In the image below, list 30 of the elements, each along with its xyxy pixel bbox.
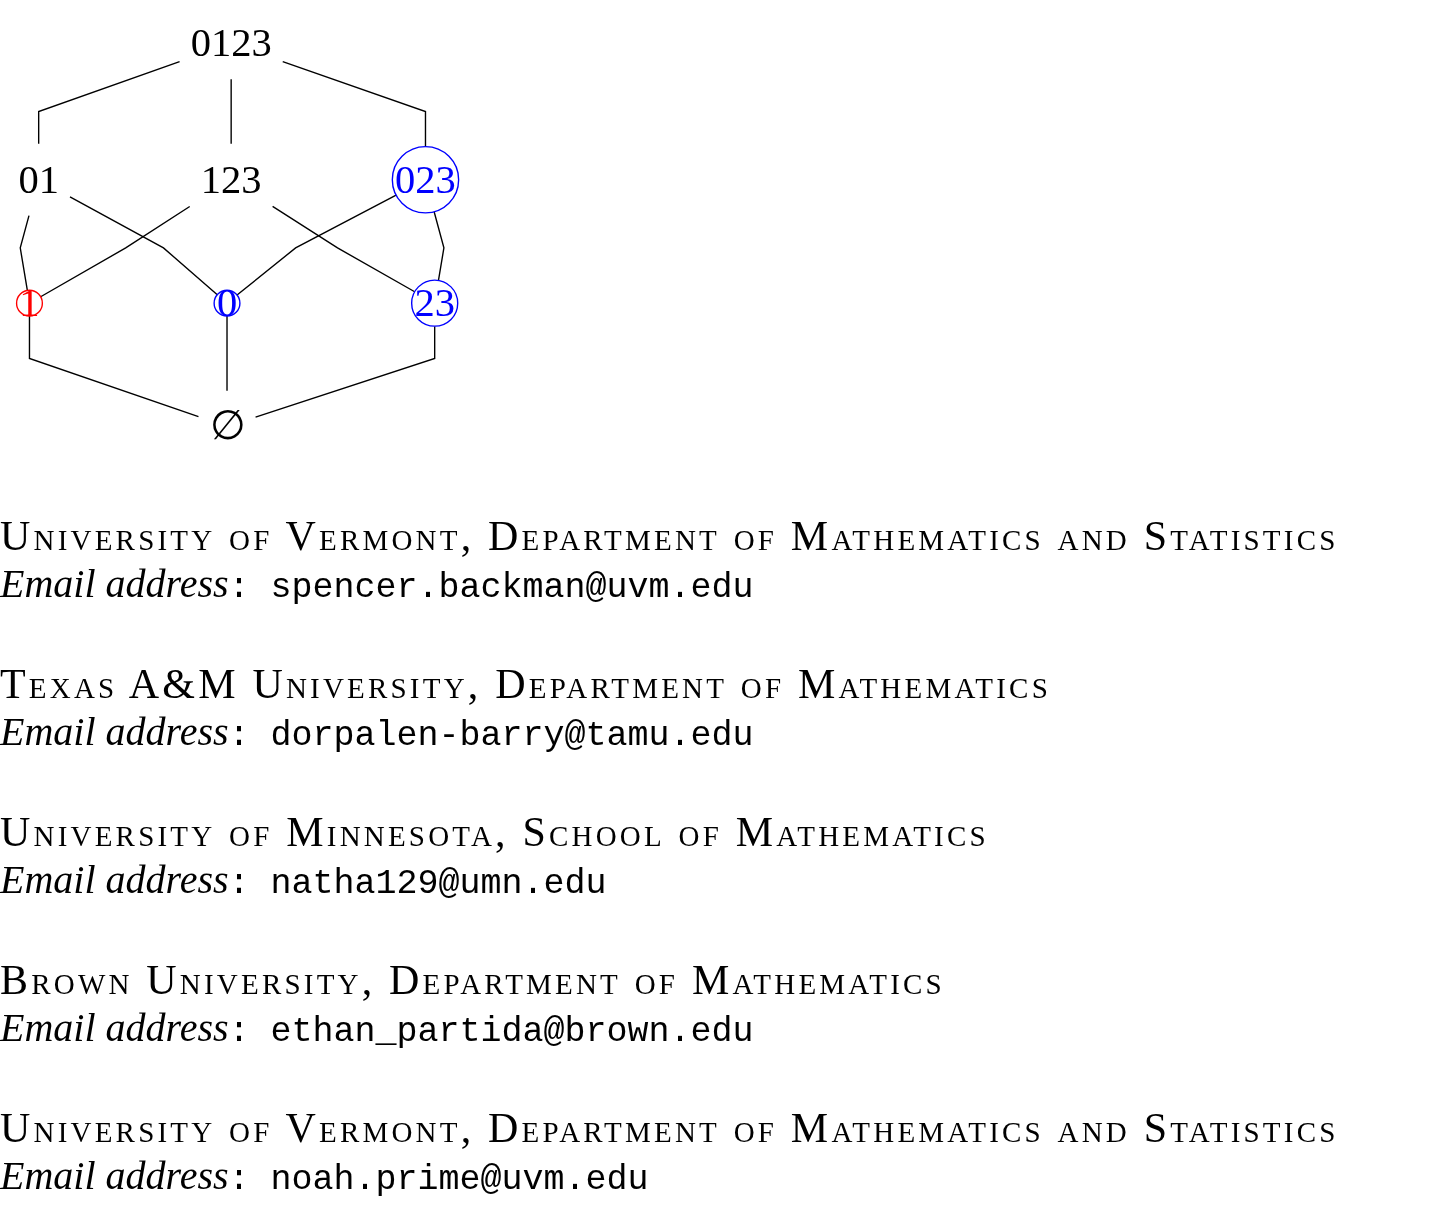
connector — [254, 325, 436, 418]
email-address-text: Email address: natha129@umn.edu — [0, 858, 607, 906]
email-address-text: Email address: ethan_partida@brown.edu — [0, 1006, 754, 1054]
node-circle: 0 — [213, 289, 241, 317]
connector — [28, 315, 200, 418]
node-circle: 1 — [15, 289, 44, 317]
affiliation-text: University of Minnesota, School of Mathematics — [0, 808, 989, 857]
connector — [271, 205, 416, 293]
node-circle: 023 — [391, 145, 460, 214]
node-text: 0123 — [190, 20, 272, 66]
connector — [39, 205, 191, 298]
connector — [433, 211, 445, 282]
connector — [236, 194, 397, 296]
node-circle: 23 — [410, 279, 459, 327]
connector — [230, 78, 232, 145]
affiliation-text: University of Vermont, Department of Mathematics and Statistics — [0, 1104, 1339, 1153]
connector — [226, 315, 228, 392]
affiliation-text: Brown University, Department of Mathematics — [0, 956, 945, 1005]
node-text: ∅ — [209, 403, 245, 449]
connector — [38, 61, 181, 145]
email-address-text: Email address: dorpalen-barry@tamu.edu — [0, 710, 754, 758]
connector — [19, 214, 30, 292]
email-address-text: Email address: noah.prime@uvm.edu — [0, 1154, 649, 1202]
email-address-text: Email address: spencer.backman@uvm.edu — [0, 562, 754, 610]
affiliation-text: University of Vermont, Department of Mathematics and Statistics — [0, 512, 1339, 561]
affiliation-text: Texas A&M University, Department of Mathematics — [0, 660, 1051, 709]
connector — [282, 60, 427, 148]
connector — [69, 196, 218, 296]
node-text: 123 — [200, 156, 262, 202]
node-text: 01 — [18, 156, 59, 202]
